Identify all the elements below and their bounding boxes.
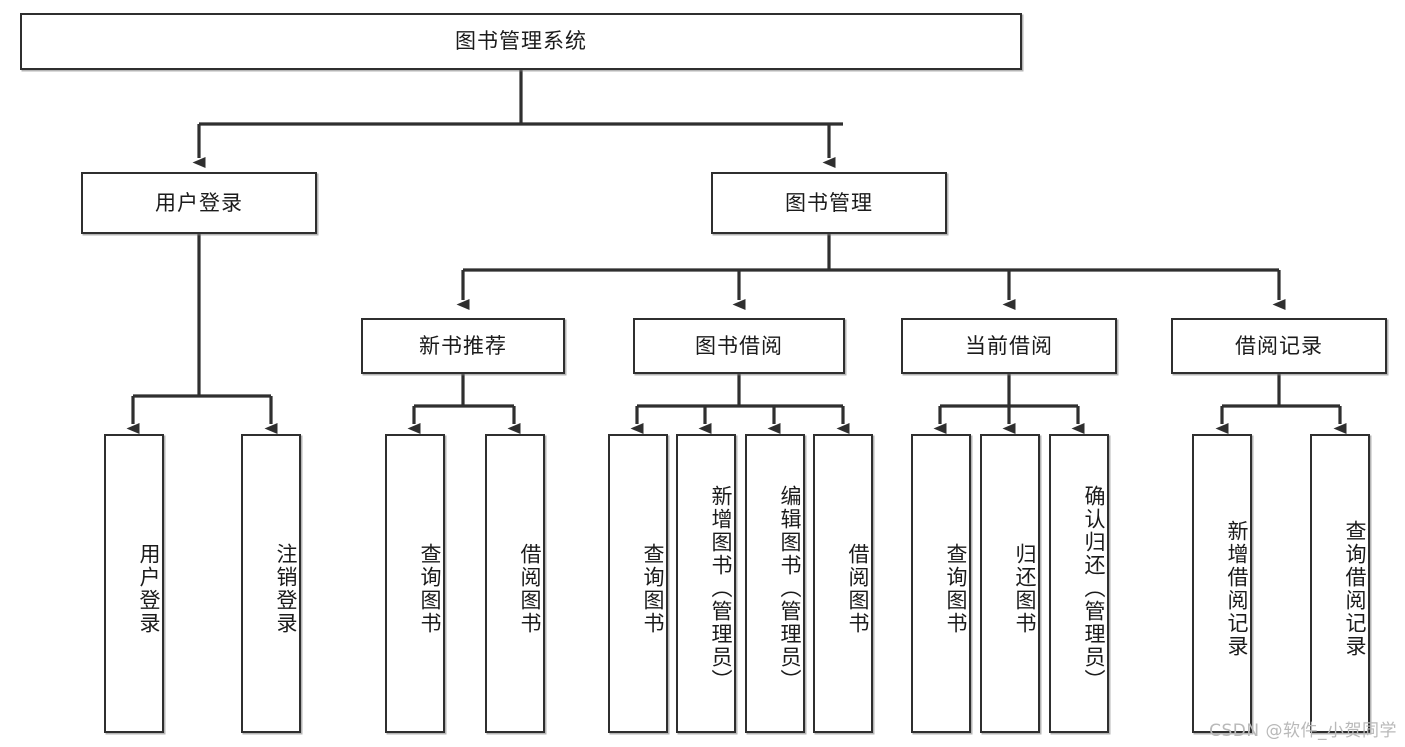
csdn-watermark: CSDN @软件_小贺同学 <box>1209 721 1397 741</box>
node-label: 借阅图书 <box>518 542 542 635</box>
node-label: 编辑图书（管理员） <box>778 485 802 692</box>
leaf-query-book-2[interactable]: 查询图书 <box>608 434 668 733</box>
node-label: 图书管理系统 <box>455 29 587 54</box>
node-label: 新书推荐 <box>419 333 507 358</box>
node-label: 借阅图书 <box>846 542 870 635</box>
node-label: 用户登录 <box>155 190 243 215</box>
leaf-confirm-return[interactable]: 确认归还（管理员） <box>1049 434 1109 733</box>
node-book-borrow[interactable]: 图书借阅 <box>633 318 845 374</box>
node-label: 查询借阅记录 <box>1343 519 1367 658</box>
node-label: 图书借阅 <box>695 333 783 358</box>
node-new-book-recommend[interactable]: 新书推荐 <box>361 318 565 374</box>
node-borrow-record[interactable]: 借阅记录 <box>1171 318 1387 374</box>
leaf-borrow-book-1[interactable]: 借阅图书 <box>485 434 545 733</box>
node-label: 查询图书 <box>641 542 665 635</box>
node-label: 图书管理 <box>785 190 873 215</box>
leaf-return-book[interactable]: 归还图书 <box>980 434 1040 733</box>
node-label: 查询图书 <box>944 542 968 635</box>
leaf-add-book[interactable]: 新增图书（管理员） <box>676 434 736 733</box>
leaf-query-book-3[interactable]: 查询图书 <box>911 434 971 733</box>
node-label: 用户登录 <box>137 542 161 635</box>
node-label: 新增借阅记录 <box>1225 519 1249 658</box>
node-label: 确认归还（管理员） <box>1082 485 1106 692</box>
node-root-book-management-system[interactable]: 图书管理系统 <box>20 13 1022 70</box>
node-label: 借阅记录 <box>1235 333 1323 358</box>
leaf-add-borrow-record[interactable]: 新增借阅记录 <box>1192 434 1252 733</box>
node-label: 注销登录 <box>274 542 298 635</box>
leaf-user-logout[interactable]: 注销登录 <box>241 434 301 733</box>
node-label: 当前借阅 <box>965 333 1053 358</box>
leaf-user-login[interactable]: 用户登录 <box>104 434 164 733</box>
node-label: 新增图书（管理员） <box>709 485 733 692</box>
node-user-login[interactable]: 用户登录 <box>81 172 317 234</box>
leaf-query-borrow-record[interactable]: 查询借阅记录 <box>1310 434 1370 733</box>
leaf-borrow-book-2[interactable]: 借阅图书 <box>813 434 873 733</box>
node-label: 查询图书 <box>418 542 442 635</box>
node-book-management[interactable]: 图书管理 <box>711 172 947 234</box>
node-label: 归还图书 <box>1013 542 1037 635</box>
leaf-edit-book[interactable]: 编辑图书（管理员） <box>745 434 805 733</box>
node-current-borrow[interactable]: 当前借阅 <box>901 318 1117 374</box>
leaf-query-book-1[interactable]: 查询图书 <box>385 434 445 733</box>
